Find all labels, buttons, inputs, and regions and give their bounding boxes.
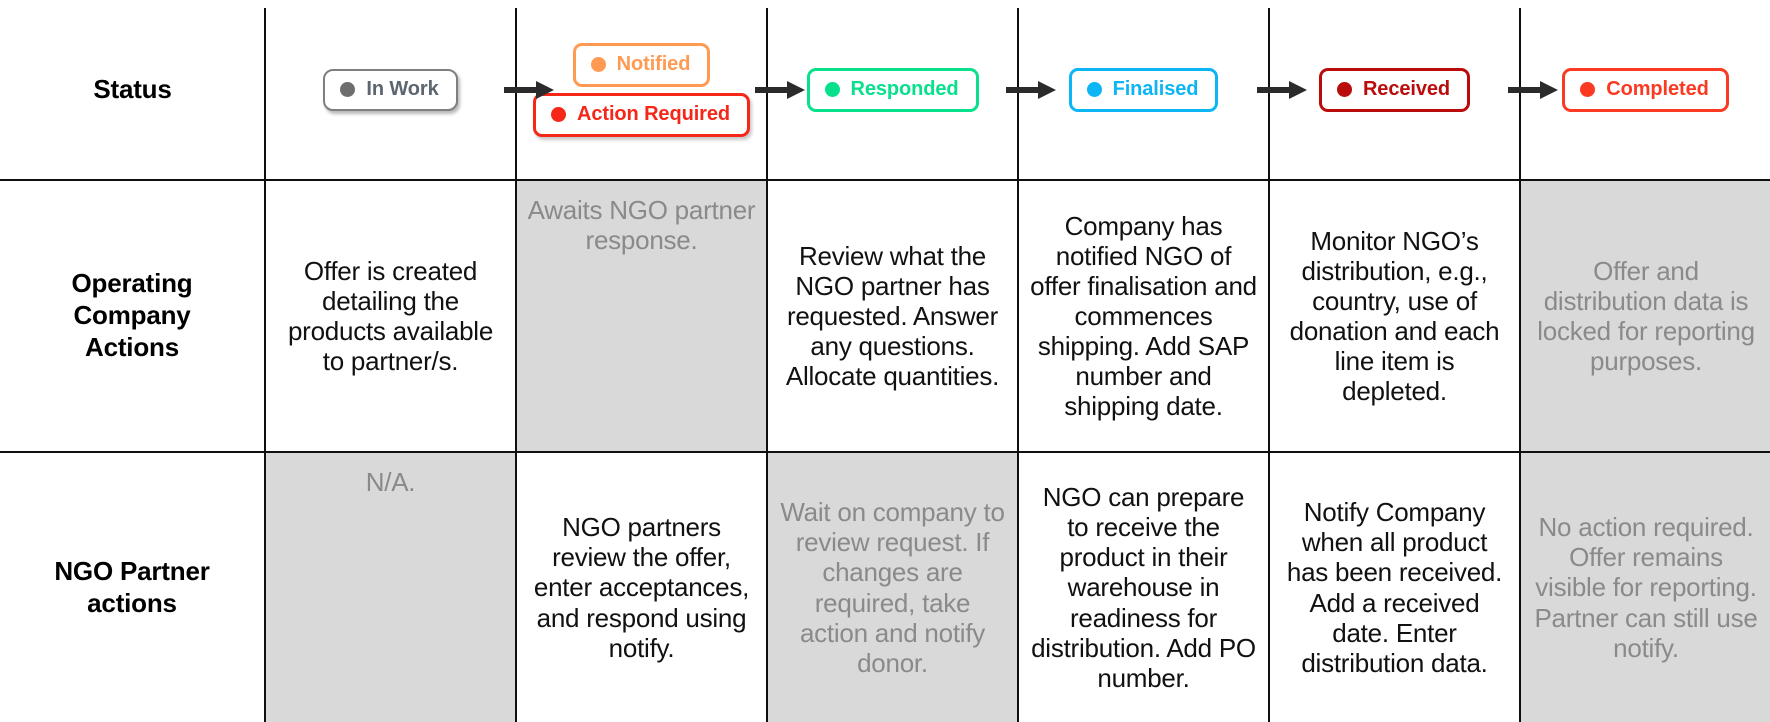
badge-stack: Responded xyxy=(806,67,979,112)
status-cell-finalised: Finalised xyxy=(1006,0,1269,181)
row-header-status-label: Status xyxy=(93,73,172,104)
operating-company-cell-text: Company has notified NGO of offer finali… xyxy=(1030,210,1257,422)
ngo-partner-cell-text: Wait on company to review request. If ch… xyxy=(780,497,1005,678)
operating-company-cell-text: Offer is created detailing the products … xyxy=(287,255,494,377)
ngo-partner-cell-in-work: N/A. xyxy=(264,452,516,722)
operating-company-cell-received: Monitor NGO’s distribution, e.g., countr… xyxy=(1268,180,1520,453)
status-cell-in-work: In Work xyxy=(263,0,516,181)
status-badge-received[interactable]: Received xyxy=(1318,67,1471,112)
status-badge-label: Action Required xyxy=(577,102,730,125)
row-header-status: Status xyxy=(0,0,265,181)
status-badge-inwork[interactable]: In Work xyxy=(323,68,458,111)
ngo-partner-cell-finalised: NGO can prepare to receive the product i… xyxy=(1017,452,1269,722)
operating-company-cell-finalised: Company has notified NGO of offer finali… xyxy=(1017,180,1269,453)
status-badge-completed[interactable]: Completed xyxy=(1562,67,1729,112)
ngo-partner-cell-notified: NGO partners review the offer, enter acc… xyxy=(515,452,767,722)
status-dot-icon xyxy=(1336,81,1352,97)
operating-company-cell-responded: Review what the NGO partner has requeste… xyxy=(766,180,1018,453)
status-badge-label: Completed xyxy=(1606,77,1709,100)
ngo-partner-cell-text: Notify Company when all product has been… xyxy=(1286,497,1503,678)
ngo-partner-cell-text: No action required. Offer remains visibl… xyxy=(1534,512,1758,663)
status-cell-completed: Completed xyxy=(1508,0,1770,181)
status-cell-inner: In Work xyxy=(265,0,516,179)
status-cell-inner: Received xyxy=(1257,0,1520,179)
ngo-partner-cell-text: NGO can prepare to receive the product i… xyxy=(1031,482,1256,693)
operating-company-cell-text: Offer and distribution data is locked fo… xyxy=(1537,255,1755,377)
ngo-partner-cell-completed: No action required. Offer remains visibl… xyxy=(1519,452,1770,722)
status-cell-received: Received xyxy=(1257,0,1520,181)
operating-company-cell-in-work: Offer is created detailing the products … xyxy=(264,180,516,453)
operating-company-cell-text: Monitor NGO’s distribution, e.g., countr… xyxy=(1289,225,1500,407)
status-dot-icon xyxy=(340,81,356,97)
status-badge-label: In Work xyxy=(366,77,439,100)
status-dot-icon xyxy=(824,81,840,97)
operating-company-cell-notified: Awaits NGO partner response. xyxy=(515,180,767,453)
status-badge-label: Received xyxy=(1362,77,1451,100)
badge-stack: Received xyxy=(1318,67,1471,112)
status-dot-icon xyxy=(1580,81,1596,97)
status-cell-responded: Responded xyxy=(755,0,1018,181)
ngo-partner-cell-received: Notify Company when all product has been… xyxy=(1268,452,1520,722)
status-badge-action[interactable]: Action Required xyxy=(533,92,750,137)
ngo-partner-cell-text: NGO partners review the offer, enter acc… xyxy=(533,512,750,663)
ngo-partner-cell-text: N/A. xyxy=(365,467,416,497)
operating-company-cell-text: Awaits NGO partner response. xyxy=(527,195,756,256)
badge-stack: In Work xyxy=(323,68,458,111)
status-dot-icon xyxy=(1086,81,1102,97)
status-badge-notified[interactable]: Notified xyxy=(572,42,711,87)
ngo-partner-cell-responded: Wait on company to review request. If ch… xyxy=(766,452,1018,722)
badge-stack: Finalised xyxy=(1068,67,1219,112)
status-badge-label: Finalised xyxy=(1112,77,1199,100)
operating-company-cell-text: Review what the NGO partner has requeste… xyxy=(785,240,1000,392)
status-badge-finalised[interactable]: Finalised xyxy=(1068,67,1219,112)
status-badge-label: Responded xyxy=(850,77,959,100)
operating-company-cell-completed: Offer and distribution data is locked fo… xyxy=(1519,180,1770,453)
status-cell-inner: Finalised xyxy=(1006,0,1269,179)
status-dot-icon xyxy=(590,56,606,72)
status-cell-inner: Responded xyxy=(755,0,1018,179)
badge-stack: Completed xyxy=(1562,67,1729,112)
status-badge-responded[interactable]: Responded xyxy=(806,67,979,112)
status-dot-icon xyxy=(551,106,567,122)
status-cell-inner: Completed xyxy=(1508,0,1770,179)
status-badge-label: Notified xyxy=(616,52,691,75)
